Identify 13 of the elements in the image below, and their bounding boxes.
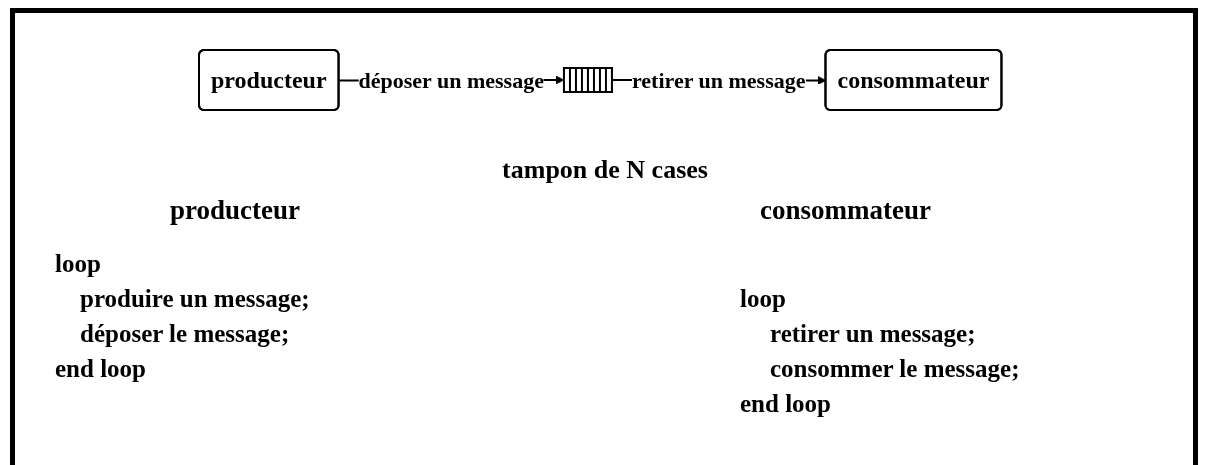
column-heading: consommateur bbox=[760, 195, 931, 226]
buffer-caption: tampon de N cases bbox=[502, 155, 708, 184]
code-line: consommer le message; bbox=[770, 355, 1020, 383]
column-heading: producteur bbox=[170, 195, 300, 226]
code-line: end loop bbox=[740, 390, 831, 418]
code-line: retirer un message; bbox=[770, 320, 976, 348]
edge-label: déposer un message bbox=[358, 67, 544, 93]
edge-label: retirer un message bbox=[631, 67, 806, 93]
code-line: loop bbox=[740, 285, 786, 313]
code-line: loop bbox=[55, 250, 101, 278]
code-line: produire un message; bbox=[80, 285, 310, 313]
code-line: déposer le message; bbox=[80, 320, 290, 348]
code-line: end loop bbox=[55, 355, 146, 383]
